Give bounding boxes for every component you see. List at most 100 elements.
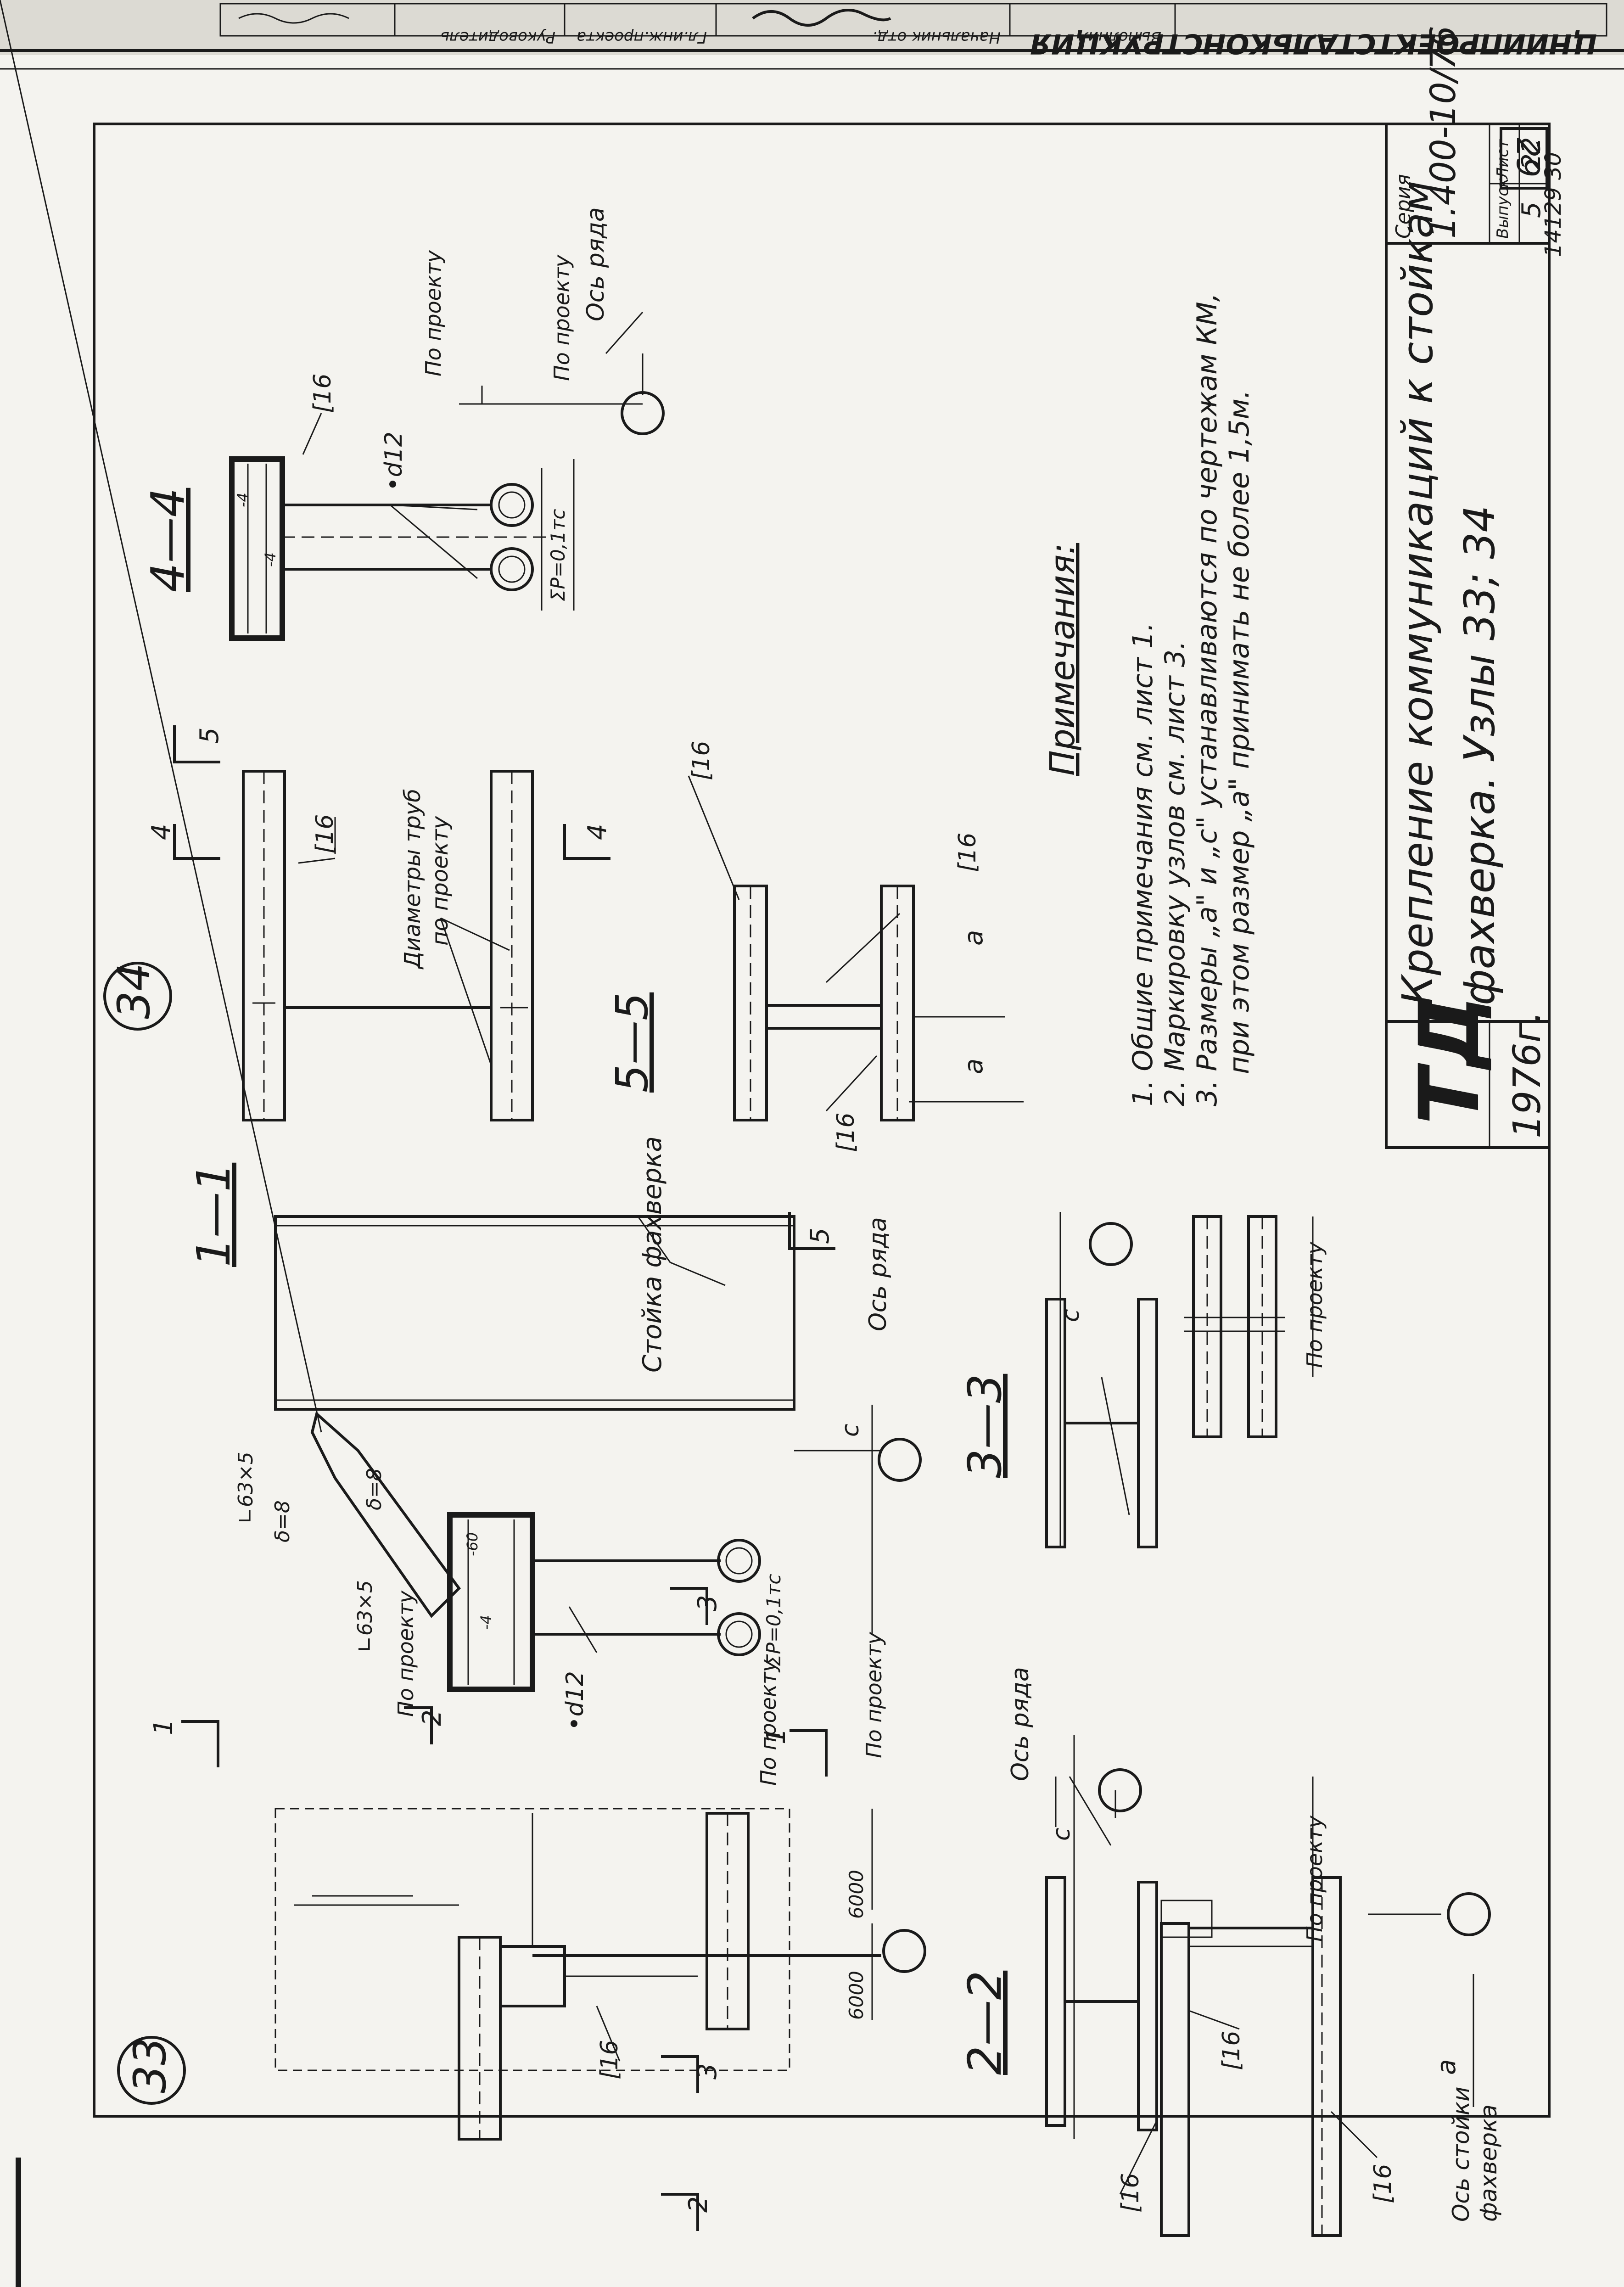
section-2-2: 2—2 (958, 1735, 1491, 2237)
s11-plate-4: -4 (477, 1615, 495, 1630)
section-3-3: 3—3 (958, 1212, 1314, 1548)
note-4: при этом размер „а" принимать не более 1… (1223, 390, 1255, 1074)
section-mark-3-top: 3 (693, 1595, 722, 1611)
s11-load: ΣP=0,1тс (762, 1574, 785, 1666)
s44-plate-1: -4 (234, 493, 252, 507)
node-33-number: 33 (124, 2037, 176, 2093)
note-3: 3. Размеры „а" и „с" устанавливаются по … (1191, 293, 1223, 1106)
series-label: Серия (1392, 174, 1415, 239)
stamp-role-4: Выполнил (1078, 28, 1161, 46)
s11-po-proektu-mid: По проекту (756, 1659, 781, 1786)
s11-dim-c: с (837, 1424, 864, 1437)
stamp-strip: ЦНИИПРОЕКТСТАЛЬКОНСТРУКЦИЯ Выполнил Нача… (0, 0, 1624, 70)
section-mark-1: 1 1 (149, 1719, 828, 1777)
s22-dim-c: с (1048, 1827, 1075, 1841)
notes: Примечания: 1. Общие примечания см. лист… (1043, 293, 1255, 1106)
s11-d12: •d12 (561, 1671, 589, 1731)
s44-load: ΣP=0,1тс (547, 509, 569, 601)
node33-6000-right: 6000 (845, 1870, 868, 1919)
section-mark-2-top: 2 (417, 1710, 447, 1726)
s22-po-proektu: По проекту (1302, 1815, 1327, 1942)
sheet-number-box: 29 (1500, 127, 1548, 190)
section-2-2-label: 2—2 (958, 1971, 1012, 2075)
section-mark-2: 2 2 (404, 1706, 713, 2231)
section-1-1-label: 1—1 (187, 1163, 241, 1267)
pipes-label-2: по проекту (427, 816, 453, 946)
stamp-role-3: Начальник отд. (872, 28, 1001, 46)
title-mark: ТД (1402, 995, 1498, 1125)
node-33-elevation (274, 1808, 926, 2141)
section-4-4: 4—4 (141, 312, 665, 641)
title-year: 1976г. (1506, 1011, 1549, 1138)
section-mark-3: 3 3 (661, 1587, 722, 2093)
section-4-4-label: 4—4 (141, 488, 195, 592)
s11-angle-2: ∟63×5 (353, 1580, 377, 1653)
s33-dim-c: с (1057, 1309, 1085, 1322)
section-1-1: 1—1 (0, 0, 922, 1692)
s11-delta-2: δ=8 (363, 1468, 386, 1510)
node-34-number: 34 (108, 963, 160, 1019)
s22-c16-mid: [16 (1218, 2031, 1245, 2070)
s11-plate-60: -60 (464, 1532, 481, 1556)
section-mark-1-bottom: 1 (762, 1728, 791, 1744)
issue-value: 5 (1517, 202, 1546, 218)
s55-dim-a-1: а (959, 1059, 989, 1074)
s44-po-proektu-1: По проекту (421, 250, 446, 376)
node33-6000-left: 6000 (845, 1971, 868, 2020)
stamp-role-2: Руководитель (440, 28, 555, 46)
section-mark-5-top: 5 (195, 727, 224, 744)
s22-os-stoiki-2: фахверка (1475, 2104, 1502, 2222)
s55-c16-top: [16 (688, 741, 715, 780)
s55-dim-a-2: а (959, 930, 989, 946)
s11-po-proektu-bottom: По проекту (862, 1631, 886, 1758)
s11-os-ryada: Ось ряда (864, 1217, 892, 1331)
drawing-title-2: фахверка. Узлы 33; 34 (1455, 505, 1504, 1005)
issue-label: Выпуск (1494, 178, 1512, 239)
sheet-number: 29 (1509, 138, 1546, 178)
s33-po-proektu: По проекту (1302, 1241, 1327, 1368)
node-33-label: 33 (117, 2036, 186, 2105)
s22-os-ryada: Ось ряда (1007, 1667, 1034, 1781)
title-block: ТД 1976г. Крепление коммуникаций к стойк… (1385, 26, 1566, 1149)
section-mark-3-bottom: 3 (693, 2063, 722, 2080)
section-3-3-label: 3—3 (958, 1374, 1012, 1478)
section-mark-1-top: 1 (149, 1719, 179, 1735)
note-1: 1. Общие примечания см. лист 1. (1127, 622, 1159, 1106)
s55-c16-bottom: [16 (954, 833, 981, 872)
s11-po-proektu-top: По проекту (393, 1590, 418, 1717)
section-mark-2-bottom: 2 (683, 2196, 713, 2213)
pipes-label-1: Диаметры труб (400, 789, 426, 970)
node-34-elevation (242, 770, 534, 1121)
s11-angle-1: ∟63×5 (234, 1452, 258, 1524)
node34-c16-label: [16 (311, 814, 339, 854)
node-34-label: 34 (103, 962, 172, 1031)
section-5-5-label: 5—5 (606, 992, 658, 1093)
s11-stoika: Стойка фахверка (638, 1136, 667, 1373)
s44-po-proektu-2: По проекту (549, 254, 574, 381)
section-mark-4-bottom: 4 (582, 824, 612, 840)
drawing-title-1: Крепление коммуникаций к стойкам (1393, 180, 1442, 1005)
s22-os-stoiki-1: Ось стойки (1448, 2086, 1474, 2222)
note-2: 2. Маркировку узлов см. лист 3. (1159, 641, 1191, 1106)
stamp-role-1: Гл.инж.проекта (577, 28, 707, 46)
stamp-org: ЦНИИПРОЕКТСТАЛЬКОНСТРУКЦИЯ (1030, 28, 1597, 60)
series-value: 1.400-10/76 (1422, 26, 1463, 239)
signature-2 (238, 13, 349, 24)
s44-c16: [16 (309, 374, 336, 413)
s22-dim-a: а (1432, 2059, 1462, 2075)
section-mark-4: 4 4 (146, 824, 612, 860)
archive-number: 14129 30 (1540, 152, 1566, 257)
s44-d12: •d12 (380, 432, 408, 491)
section-mark-5-bottom: 5 (805, 1228, 835, 1244)
notes-heading: Примечания: (1043, 543, 1082, 776)
section-mark-5: 5 5 (173, 725, 835, 1250)
s44-plate-2: -4 (262, 552, 279, 567)
section-mark-4-top: 4 (146, 824, 176, 840)
s11-delta-1: δ=8 (271, 1500, 294, 1542)
list-label: Лист (1494, 139, 1512, 180)
signature (752, 9, 891, 27)
s44-os-ryada: Ось ряда (582, 207, 610, 321)
node33-c16: [16 (596, 2040, 623, 2080)
s22-c16-left: [16 (1117, 2173, 1144, 2213)
